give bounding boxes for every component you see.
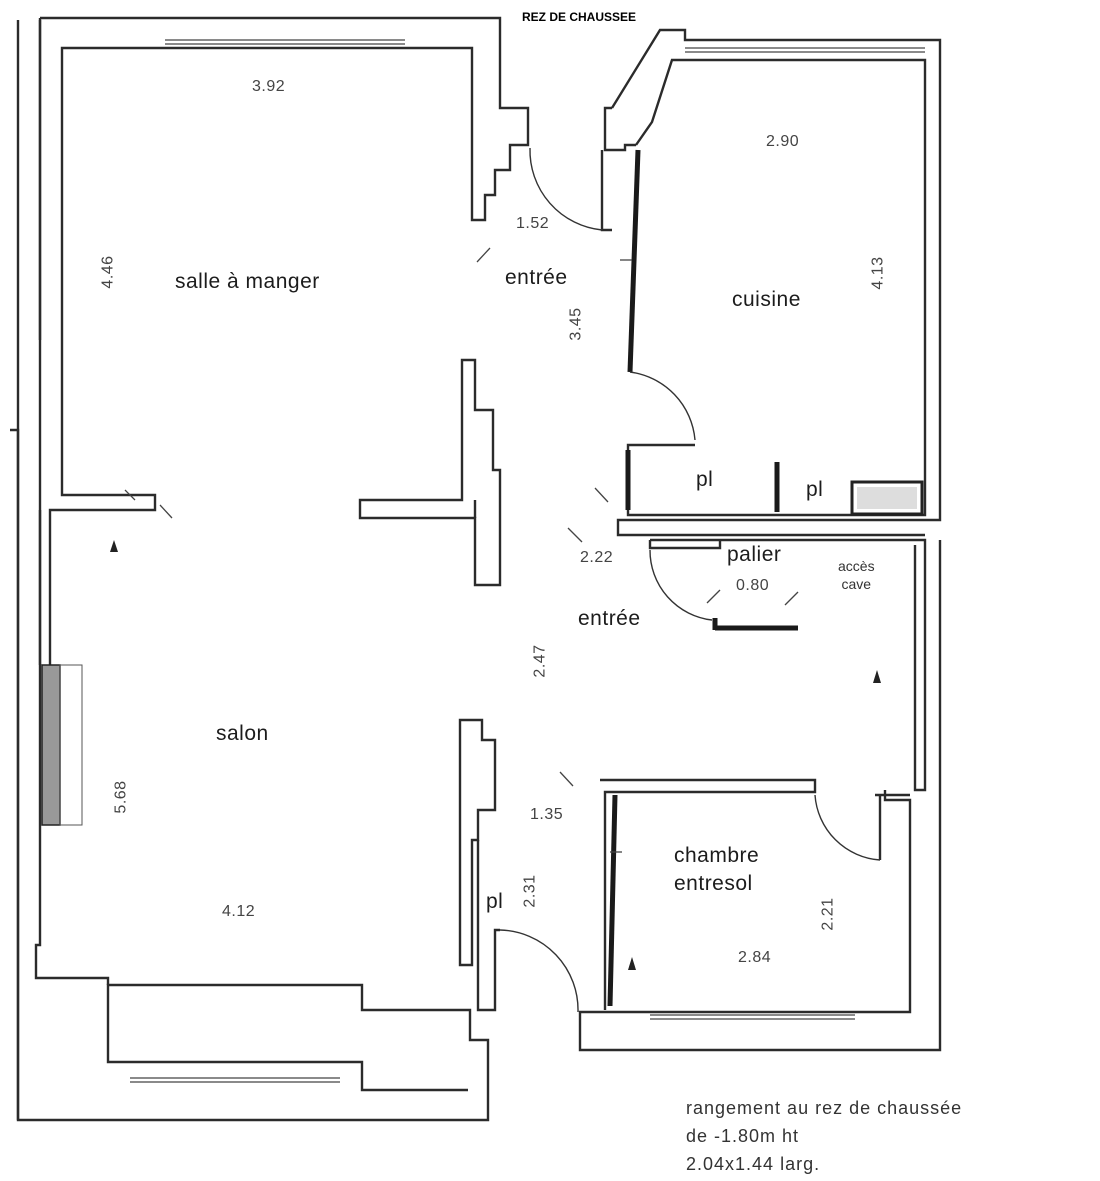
room-label-entree-top: entrée bbox=[505, 266, 568, 289]
room-label-salle-a-manger: salle à manger bbox=[175, 270, 320, 293]
windows bbox=[41, 39, 925, 1083]
room-label-cuisine: cuisine bbox=[732, 288, 801, 311]
dimension-ticks bbox=[124, 247, 799, 853]
outer-walls bbox=[10, 16, 530, 1122]
dimension-0-80: 0.80 bbox=[736, 577, 770, 594]
room-label-chambre-entresol: chambre entresol bbox=[674, 844, 760, 895]
storage-note-line-3: 2.04x1.44 larg. bbox=[686, 1154, 821, 1174]
kitchen-walls bbox=[600, 28, 942, 537]
doors bbox=[499, 147, 881, 1013]
dimension-1-35: 1.35 bbox=[530, 806, 564, 823]
room-label-entree-mid: entrée bbox=[578, 607, 641, 630]
dimension-2-84: 2.84 bbox=[738, 949, 772, 966]
inner-walls bbox=[358, 358, 502, 1012]
plan-title: REZ DE CHAUSSEE bbox=[522, 10, 637, 24]
dimension-4-12: 4.12 bbox=[222, 903, 256, 920]
room-label-pl-2: pl bbox=[806, 478, 824, 501]
storage-note-line-1: rangement au rez de chaussée bbox=[686, 1098, 963, 1118]
storage-note-line-2: de -1.80m ht bbox=[686, 1126, 800, 1146]
arrows bbox=[110, 540, 881, 970]
dimension-2-22: 2.22 bbox=[580, 549, 614, 566]
storage-note: rangement au rez de chaussée de -1.80m h… bbox=[686, 1094, 962, 1178]
dimension-2-90: 2.90 bbox=[766, 133, 800, 150]
room-label-acces-cave: accès cave bbox=[838, 558, 875, 592]
fireplace bbox=[41, 664, 61, 826]
dimension-4-46: 4.46 bbox=[99, 255, 117, 289]
dimension-2-31: 2.31 bbox=[521, 874, 539, 908]
palier-walls bbox=[578, 538, 942, 1052]
room-label-pl-1: pl bbox=[696, 468, 714, 491]
room-label-palier: palier bbox=[727, 543, 782, 566]
dimension-1-52: 1.52 bbox=[516, 215, 550, 232]
dimension-2-21: 2.21 bbox=[819, 897, 837, 931]
chambre-walls bbox=[600, 778, 910, 1010]
dimension-4-13: 4.13 bbox=[869, 256, 887, 290]
dimension-5-68: 5.68 bbox=[112, 780, 130, 814]
dimension-2-47: 2.47 bbox=[531, 644, 549, 678]
dimension-3-92: 3.92 bbox=[252, 78, 286, 95]
room-label-salon: salon bbox=[216, 722, 269, 745]
dimension-3-45: 3.45 bbox=[567, 307, 585, 341]
room-label-pl-3: pl bbox=[486, 890, 504, 913]
